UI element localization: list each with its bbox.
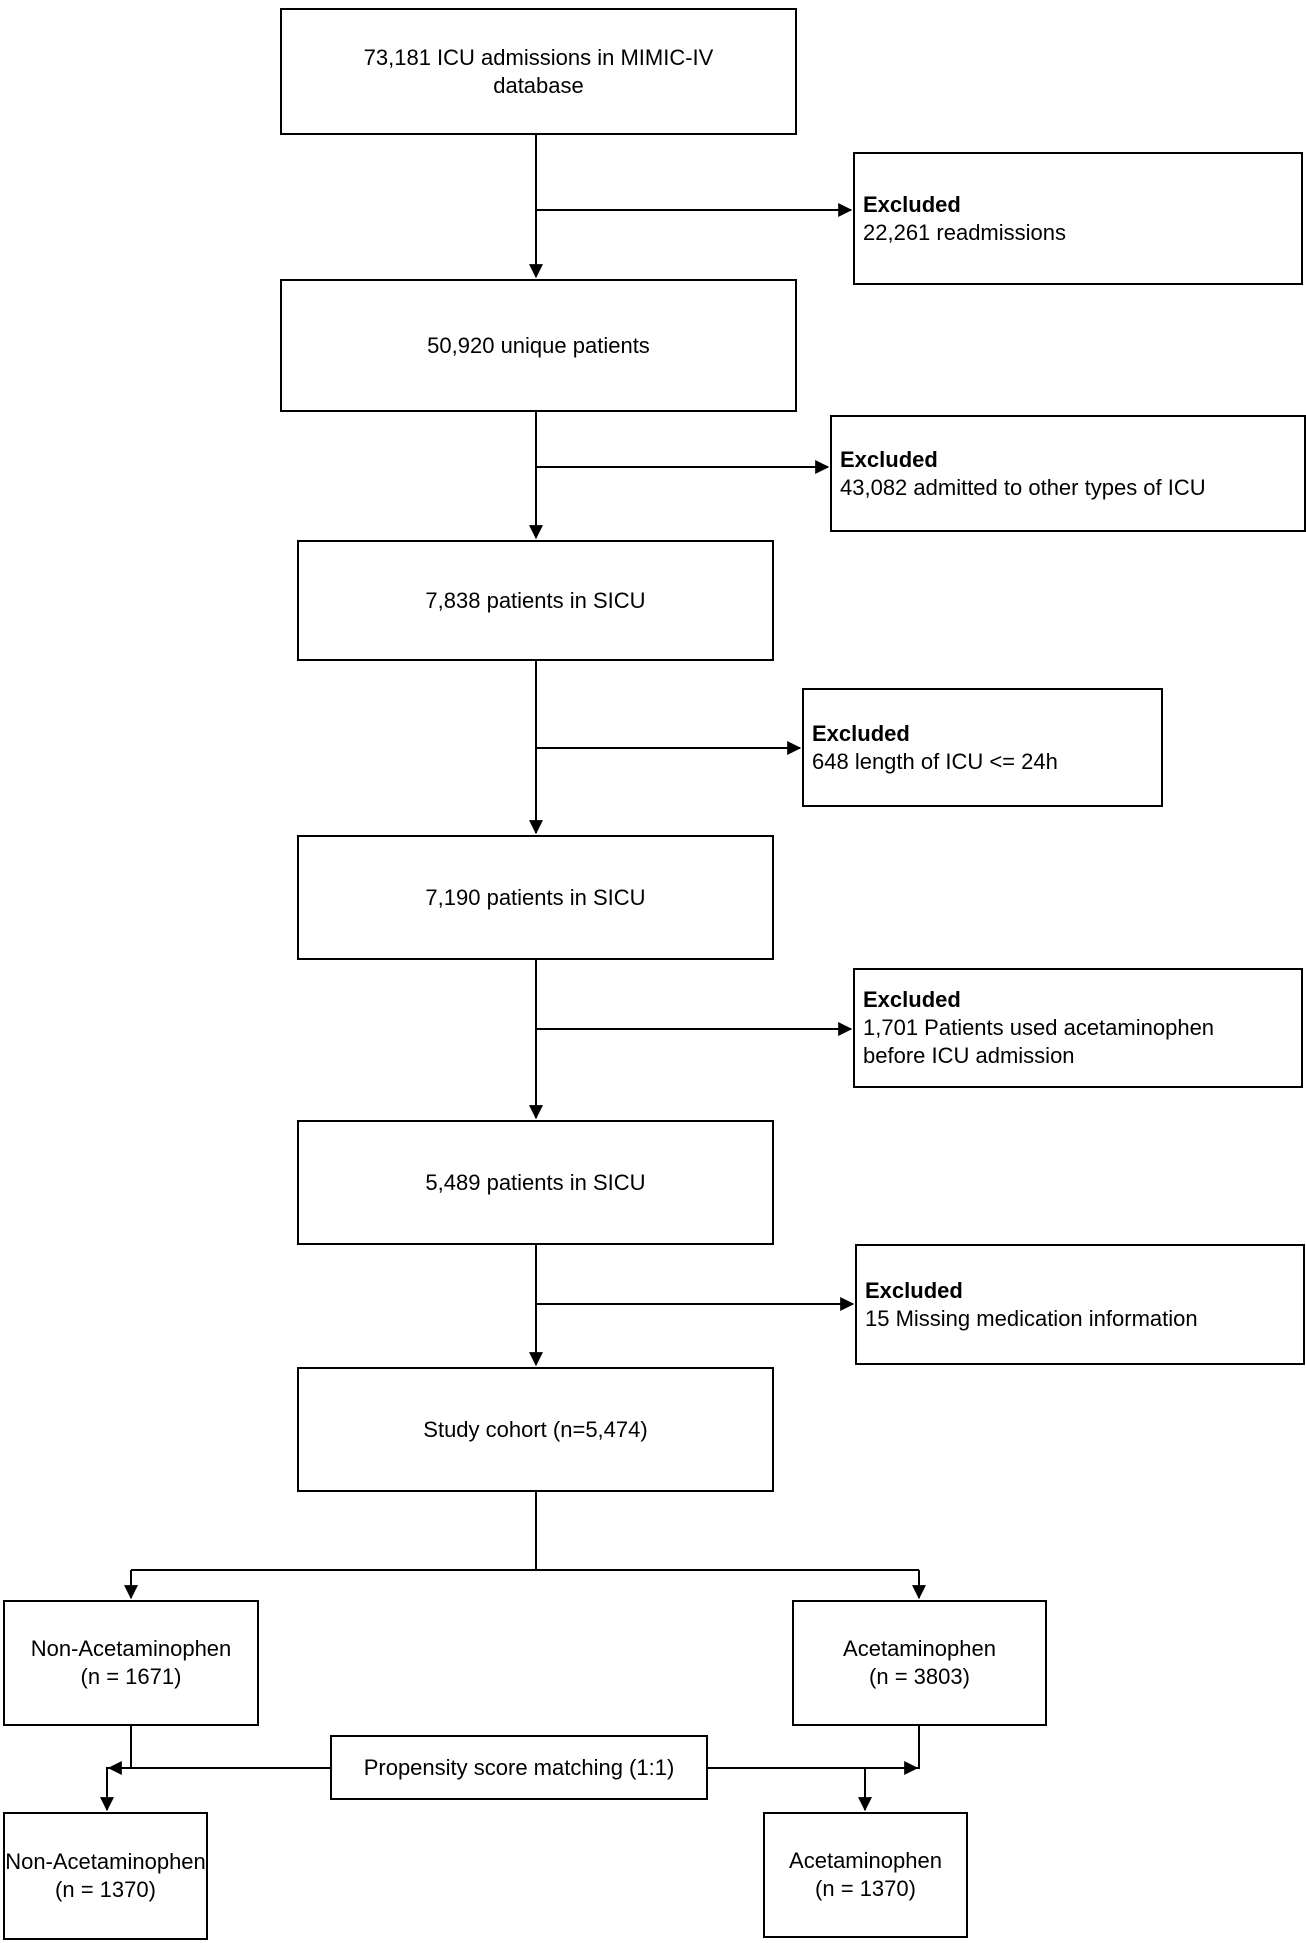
box-sicu-7190: 7,190 patients in SICU [297, 835, 774, 960]
excluded-detail: 15 Missing medication information [865, 1305, 1198, 1331]
box-unique-patients: 50,920 unique patients [280, 279, 797, 412]
excluded-label: Excluded [812, 720, 910, 746]
excluded-label: Excluded [865, 1277, 963, 1303]
box-non-acetaminophen-unmatched: Non-Acetaminophen (n = 1671) [3, 1600, 259, 1726]
excluded-missing-medication: Excluded 15 Missing medication informati… [855, 1244, 1305, 1365]
box-acetaminophen-matched: Acetaminophen (n = 1370) [763, 1812, 968, 1938]
excluded-prior-acetaminophen: Excluded 1,701 Patients used acetaminoph… [853, 968, 1303, 1088]
box-sicu-7838: 7,838 patients in SICU [297, 540, 774, 661]
excluded-label: Excluded [863, 191, 961, 217]
excluded-readmissions: Excluded 22,261 readmissions [853, 152, 1303, 285]
excluded-icu-length: Excluded 648 length of ICU <= 24h [802, 688, 1163, 807]
box-study-cohort: Study cohort (n=5,474) [297, 1367, 774, 1492]
excluded-label: Excluded [863, 987, 961, 1013]
excluded-label: Excluded [840, 446, 938, 472]
excluded-detail: 648 length of ICU <= 24h [812, 748, 1058, 774]
box-icu-admissions: 73,181 ICU admissions in MIMIC-IV databa… [280, 8, 797, 135]
excluded-other-icu: Excluded 43,082 admitted to other types … [830, 415, 1306, 532]
excluded-detail: 43,082 admitted to other types of ICU [840, 474, 1206, 500]
box-non-acetaminophen-matched: Non-Acetaminophen (n = 1370) [3, 1812, 208, 1940]
box-propensity-matching: Propensity score matching (1:1) [330, 1735, 708, 1800]
excluded-detail: 1,701 Patients used acetaminophen before… [863, 1015, 1215, 1068]
box-sicu-5489: 5,489 patients in SICU [297, 1120, 774, 1245]
excluded-detail: 22,261 readmissions [863, 219, 1067, 245]
box-acetaminophen-unmatched: Acetaminophen (n = 3803) [792, 1600, 1047, 1726]
